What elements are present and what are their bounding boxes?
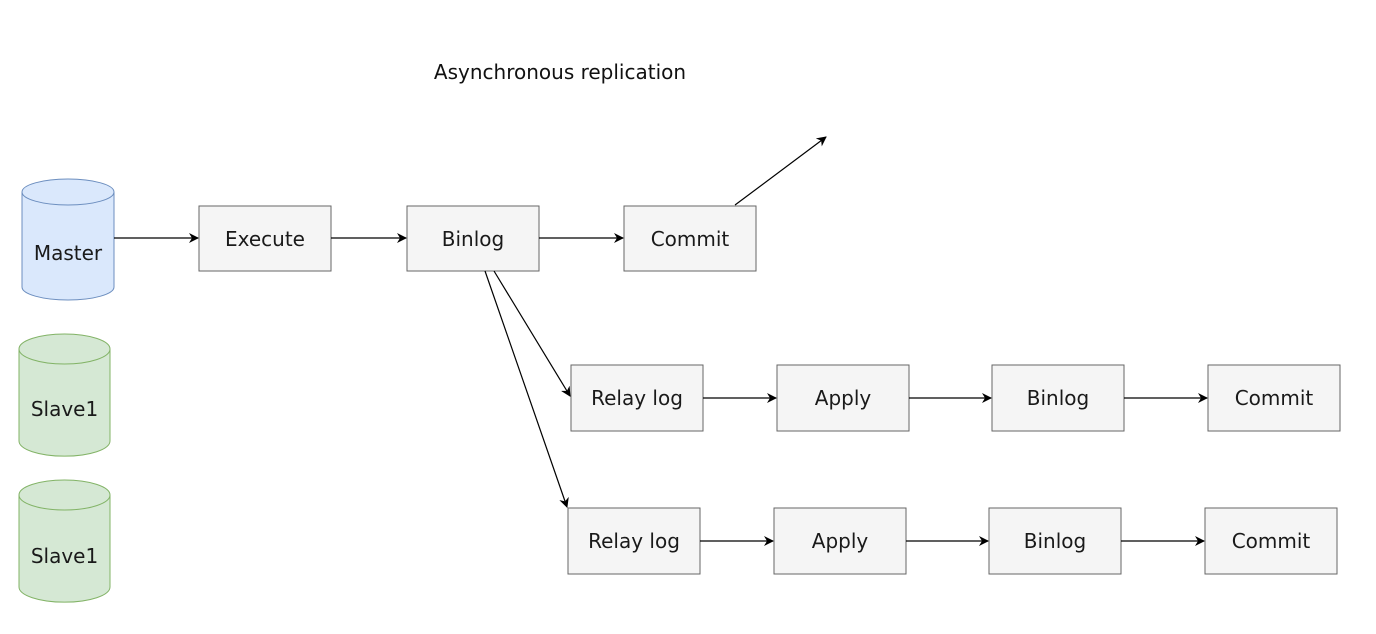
master-commit-box: Commit bbox=[623, 205, 757, 272]
arrow-binlog-to-relay-log-2 bbox=[484, 270, 569, 508]
slave1-commit-box: Commit bbox=[1207, 364, 1341, 432]
slave2-commit-box: Commit bbox=[1204, 507, 1338, 575]
execute-box: Execute bbox=[198, 205, 332, 272]
execute-label: Execute bbox=[225, 227, 305, 251]
slave1-relay-log-label: Relay log bbox=[591, 386, 683, 410]
slave2-apply-box: Apply bbox=[773, 507, 907, 575]
slave2-commit-label: Commit bbox=[1232, 529, 1311, 553]
slave1-binlog-label: Binlog bbox=[1027, 386, 1089, 410]
slave1-commit-label: Commit bbox=[1235, 386, 1314, 410]
slave2-binlog-label: Binlog bbox=[1024, 529, 1086, 553]
slave-database-2: Slave1 bbox=[18, 479, 111, 603]
slave1-binlog-box: Binlog bbox=[991, 364, 1125, 432]
slave2-relay-log-label: Relay log bbox=[588, 529, 680, 553]
slave2-apply-label: Apply bbox=[812, 529, 869, 553]
arrow-binlog-to-relay-log-1 bbox=[493, 270, 571, 397]
slave1-relay-log-box: Relay log bbox=[570, 364, 704, 432]
slave-database-1: Slave1 bbox=[18, 333, 111, 457]
slave-2-label: Slave1 bbox=[31, 544, 98, 568]
slave2-binlog-box: Binlog bbox=[988, 507, 1122, 575]
master-binlog-label: Binlog bbox=[442, 227, 504, 251]
master-label: Master bbox=[34, 241, 103, 265]
arrow-commit-to-client bbox=[734, 136, 827, 206]
slave2-relay-log-box: Relay log bbox=[567, 507, 701, 575]
master-commit-label: Commit bbox=[651, 227, 730, 251]
master-binlog-box: Binlog bbox=[406, 205, 540, 272]
slave1-apply-label: Apply bbox=[815, 386, 872, 410]
slave1-apply-box: Apply bbox=[776, 364, 910, 432]
master-database: Master bbox=[21, 178, 115, 301]
slave-1-label: Slave1 bbox=[31, 397, 98, 421]
diagram-title: Asynchronous replication bbox=[434, 60, 686, 84]
